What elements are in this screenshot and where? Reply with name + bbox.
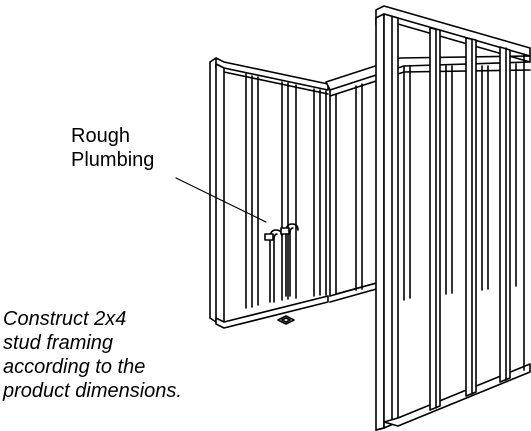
- caption-line-2: stud framing: [3, 332, 114, 354]
- callout-line-1: Rough: [71, 125, 130, 147]
- floor-drain-icon: [278, 316, 294, 324]
- caption-line-4: product dimensions.: [3, 380, 182, 402]
- framing-instruction-caption: Construct 2x4 stud framing according to …: [3, 307, 182, 403]
- plumbing-pipes: [265, 224, 298, 302]
- front-wall: [376, 6, 530, 430]
- callout-line-2: Plumbing: [71, 149, 155, 171]
- left-back-wall: [210, 58, 328, 328]
- rough-plumbing-label: Rough Plumbing: [71, 124, 154, 172]
- callout-leader-line: [176, 178, 266, 222]
- caption-line-1: Construct 2x4: [3, 308, 127, 330]
- caption-line-3: according to the: [3, 356, 146, 378]
